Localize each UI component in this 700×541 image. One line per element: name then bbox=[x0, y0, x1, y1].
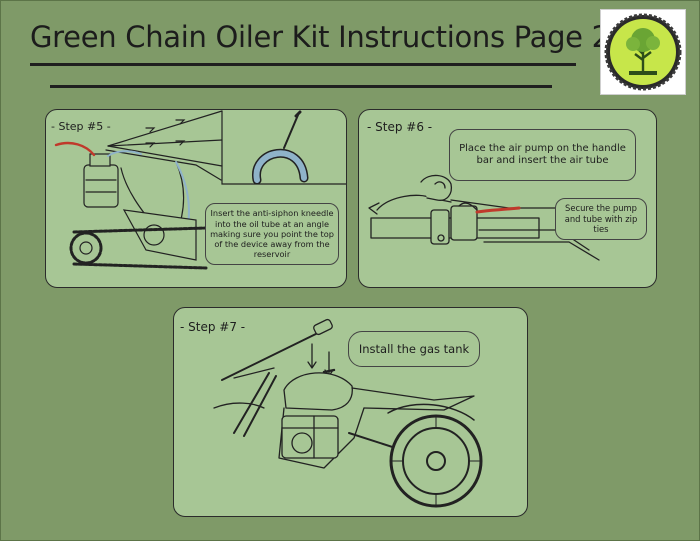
title-underline bbox=[30, 63, 576, 66]
step-6-instruction-pump: Place the air pump on the handle bar and… bbox=[449, 129, 636, 181]
step-5-instruction: Insert the anti-siphon kneedle into the … bbox=[205, 203, 339, 265]
motorcycle-gas-tank-illustration bbox=[213, 318, 483, 508]
step-6-instruction-zip-ties: Secure the pump and tube with zip ties bbox=[555, 198, 647, 240]
tree-logo-icon bbox=[604, 13, 682, 91]
page-title: Green Chain Oiler Kit Instructions Page … bbox=[30, 20, 610, 54]
step-7-label: - Step #7 - bbox=[180, 320, 246, 334]
step-5-panel: - Step #5 - Insert the anti-siphon kneed… bbox=[45, 109, 347, 288]
step-6-label: - Step #6 - bbox=[367, 120, 433, 134]
step-7-instruction: Install the gas tank bbox=[348, 331, 480, 367]
handlebar-pump-illustration bbox=[368, 174, 600, 261]
brand-logo bbox=[600, 9, 686, 95]
title-underline-secondary bbox=[50, 85, 552, 88]
step-6-panel: - Step #6 - Place the air pump on the ha… bbox=[358, 109, 657, 288]
step-7-panel: - Step #7 - Install the gas tank bbox=[173, 307, 528, 517]
chain-oiler-needle-illustration bbox=[54, 110, 346, 270]
step-5-label: - Step #5 - bbox=[51, 120, 111, 133]
